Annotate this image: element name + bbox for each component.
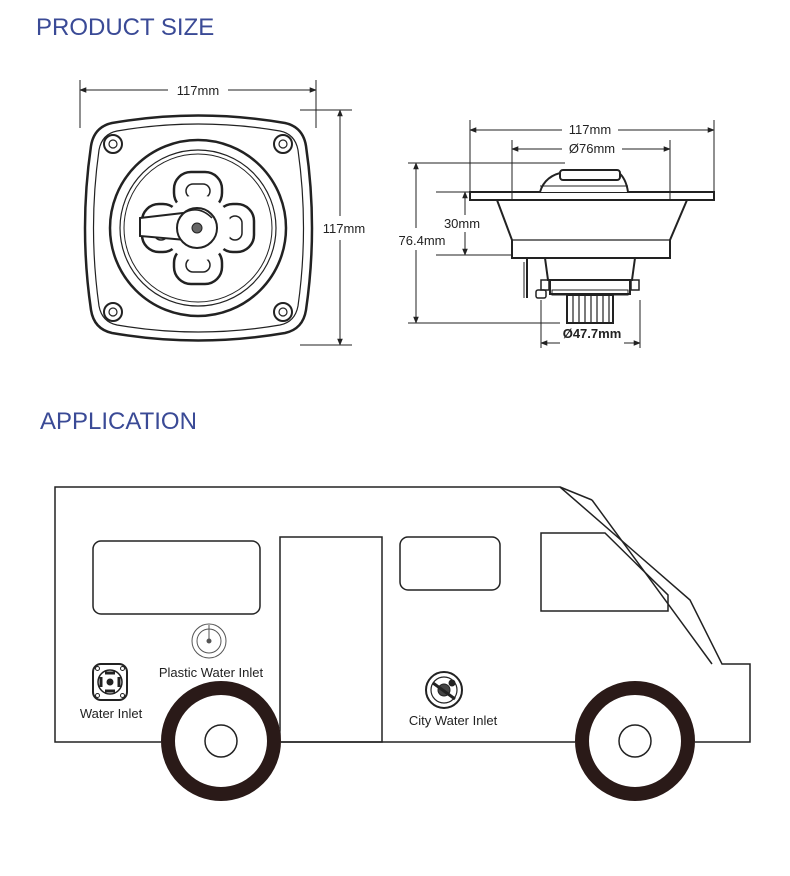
application-title: APPLICATION xyxy=(40,408,197,435)
side-total-depth: 76.4mm xyxy=(399,233,446,248)
front-view xyxy=(79,80,352,346)
side-thread-diameter: Ø47.7mm xyxy=(563,326,622,341)
plastic-water-inlet-label: Plastic Water Inlet xyxy=(159,665,264,680)
plastic-water-inlet-icon xyxy=(191,623,227,659)
screw-holes xyxy=(103,134,293,322)
city-water-inlet-label: City Water Inlet xyxy=(409,713,498,728)
side-body-depth: 30mm xyxy=(444,216,480,231)
rv-window-rear xyxy=(92,540,261,615)
city-water-inlet-icon xyxy=(425,671,463,709)
side-flange-diameter: Ø76mm xyxy=(569,141,615,156)
front-wheel xyxy=(575,681,695,801)
front-height-dim: 117mm xyxy=(323,221,365,236)
product-size-title: PRODUCT SIZE xyxy=(36,14,215,41)
rv-window-mid xyxy=(399,536,501,591)
side-overall-width: 117mm xyxy=(569,122,611,137)
latch-lever xyxy=(139,207,218,249)
plate-outline xyxy=(83,114,314,342)
side-view xyxy=(408,120,715,348)
rear-wheel xyxy=(161,681,281,801)
front-width-dim: 117mm xyxy=(177,83,219,98)
rv-window-cab xyxy=(540,532,669,612)
rv-door xyxy=(279,536,383,743)
water-inlet-label: Water Inlet xyxy=(80,706,143,721)
water-inlet-icon xyxy=(92,663,128,701)
